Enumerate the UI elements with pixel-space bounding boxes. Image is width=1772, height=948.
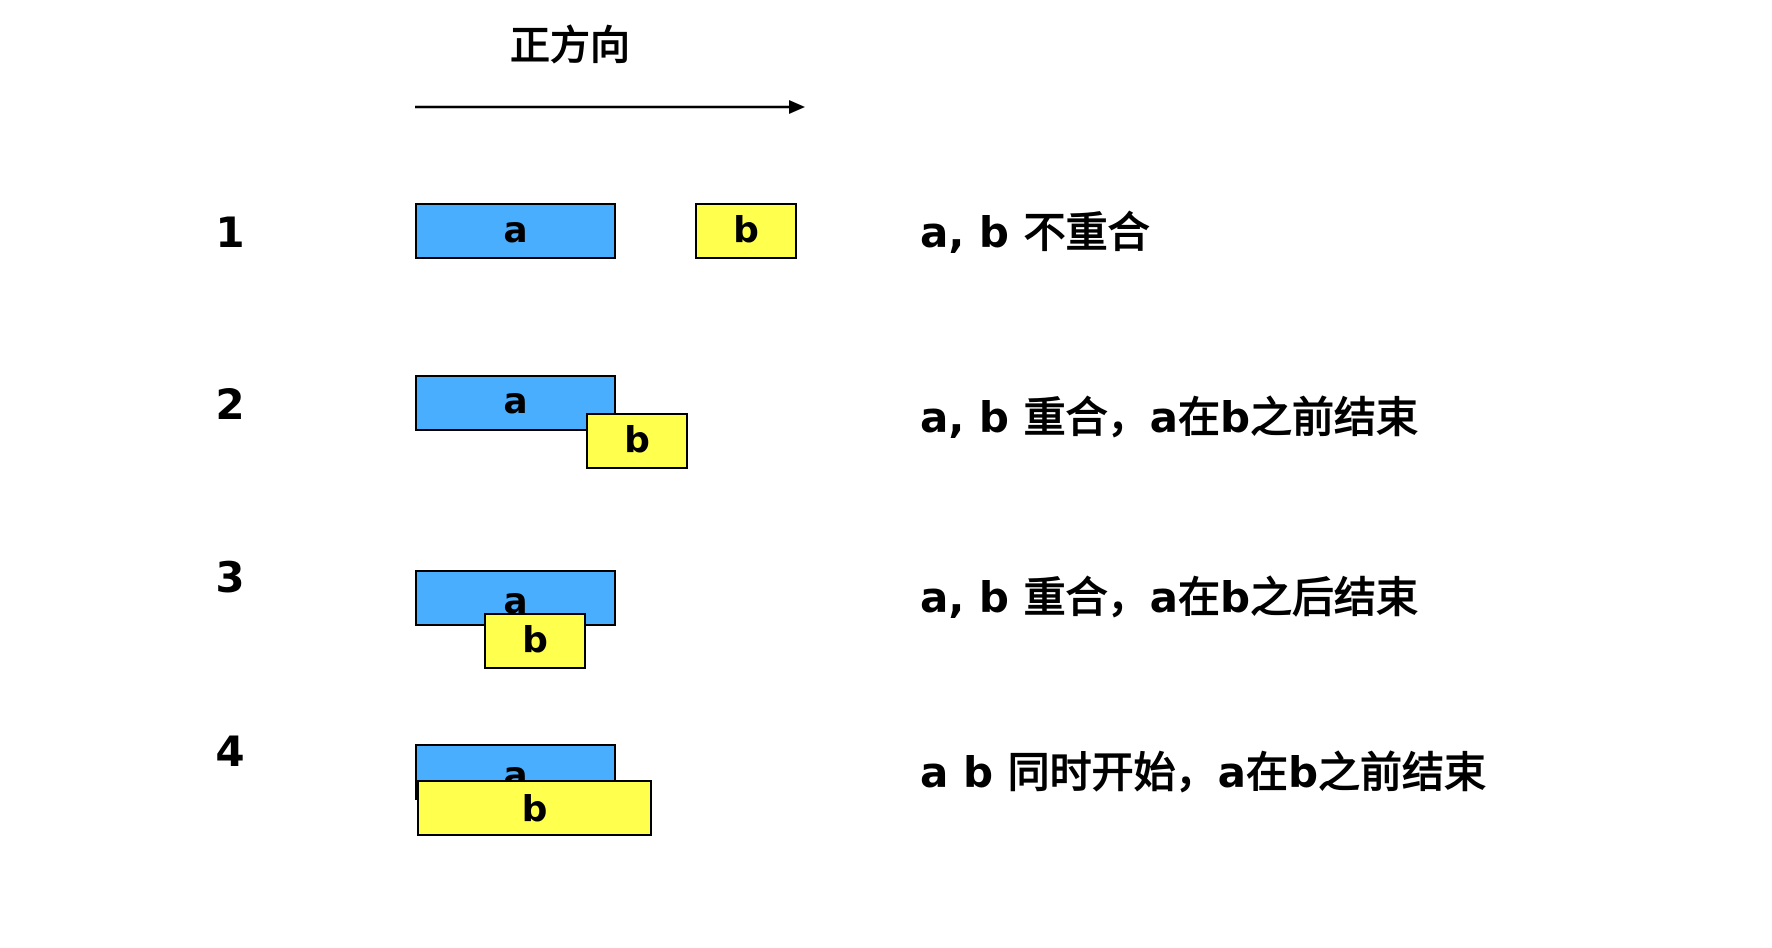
row-2-number: 2 [215, 380, 245, 429]
row-3-segment-b: b [484, 613, 586, 669]
row-1-number: 1 [215, 208, 245, 257]
row-1-segment-a: a [415, 203, 616, 259]
row-3-description: a, b 重合，a在b之后结束 [920, 573, 1419, 622]
row-2-segment-b: b [586, 413, 688, 469]
row-4-description: a b 同时开始，a在b之前结束 [920, 748, 1487, 797]
row-2-segment-a: a [415, 375, 616, 431]
row-1-segment-b: b [695, 203, 797, 259]
row-2-description: a, b 重合，a在b之前结束 [920, 393, 1419, 442]
row-1-description: a, b 不重合 [920, 208, 1150, 257]
row-3-number: 3 [215, 553, 245, 602]
row-4-segment-b: b [417, 780, 652, 836]
direction-title: 正方向 [510, 23, 630, 69]
row-4-number: 4 [215, 727, 245, 776]
direction-arrow-icon [415, 100, 805, 114]
